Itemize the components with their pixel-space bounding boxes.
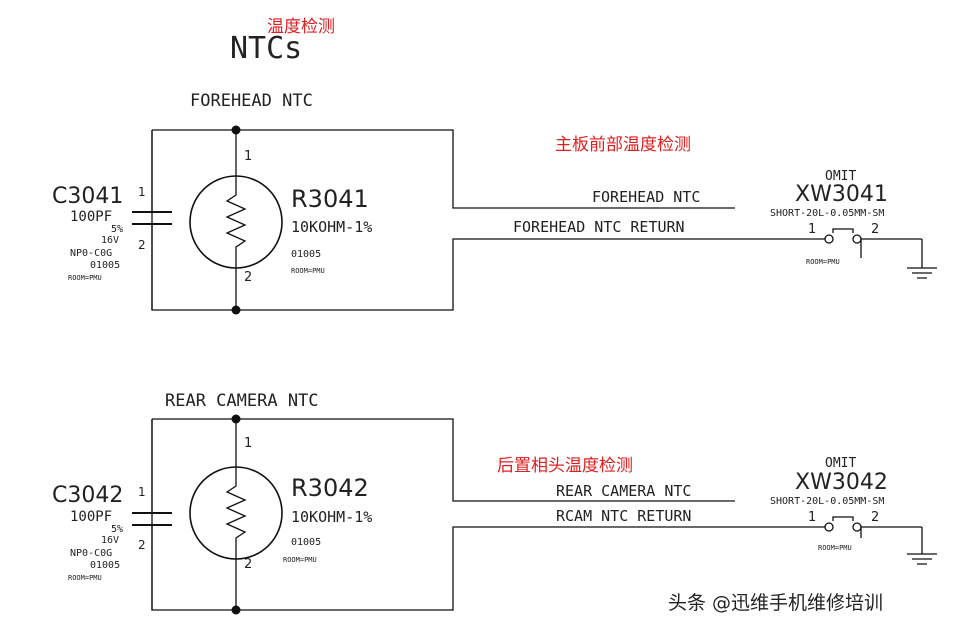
cap-value: 100PF	[70, 209, 112, 225]
page-title: NTCs	[230, 31, 302, 66]
capacitor-c3041	[132, 130, 172, 310]
cap-voltage: 16V	[101, 235, 119, 246]
res-value: 10KOHM-1%	[291, 508, 372, 526]
cap-value: 100PF	[70, 509, 112, 525]
circuit-rear-camera-ntc: REAR CAMERA NTC 后置相头温度检测 C3042 1 2 100PF…	[52, 391, 937, 615]
signal-net: REAR CAMERA NTC	[556, 482, 691, 500]
cap-pin1: 1	[138, 185, 146, 199]
xw-omit: OMIT	[825, 169, 856, 184]
xw-pin1: 1	[808, 510, 816, 525]
res-pin2: 2	[244, 557, 252, 572]
cap-pin2: 2	[138, 538, 146, 552]
cap-room: ROOM=PMU	[68, 574, 102, 582]
xw-ref: XW3042	[795, 470, 888, 495]
cap-package: 01005	[90, 260, 120, 271]
signal-net: FOREHEAD NTC	[592, 188, 700, 206]
res-package: 01005	[291, 249, 321, 260]
cap-package: 01005	[90, 560, 120, 571]
res-pin1: 1	[244, 436, 252, 451]
return-net: RCAM NTC RETURN	[556, 507, 691, 525]
junction-dot	[231, 125, 241, 135]
short-xw3041	[735, 228, 937, 279]
xw-ref: XW3041	[795, 182, 888, 207]
junction-dot	[231, 414, 241, 424]
thermistor-r3042	[189, 419, 283, 610]
xw-pin2: 2	[871, 510, 879, 525]
xw-omit: OMIT	[825, 456, 856, 471]
res-pin2: 2	[244, 270, 252, 285]
res-room: ROOM=PMU	[283, 556, 317, 564]
xw-room: ROOM=PMU	[806, 258, 840, 266]
xw-pin2: 2	[871, 222, 879, 237]
xw-room: ROOM=PMU	[818, 544, 852, 552]
cap-dielectric: NP0-C0G	[70, 248, 112, 259]
xw-value: SHORT-20L-0.05MM-SM	[770, 208, 884, 219]
cap-ref: C3042	[52, 483, 123, 508]
cap-voltage: 16V	[101, 535, 119, 546]
cap-pin2: 2	[138, 238, 146, 252]
thermistor-r3041	[189, 130, 283, 310]
res-room: ROOM=PMU	[291, 267, 325, 275]
short-xw3042	[735, 516, 937, 565]
cap-tolerance: 5%	[111, 524, 123, 535]
net-label: FOREHEAD NTC	[190, 91, 313, 111]
capacitor-c3042	[132, 419, 172, 610]
cap-ref: C3041	[52, 184, 123, 209]
res-ref: R3041	[291, 185, 369, 213]
circuit-forehead-ntc: FOREHEAD NTC 主板前部温度检测 C3041 1 2 100PF 5%…	[52, 91, 937, 315]
junction-dot	[231, 305, 241, 315]
xw-value: SHORT-20L-0.05MM-SM	[770, 496, 884, 507]
cap-dielectric: NP0-C0G	[70, 548, 112, 559]
cn-annotation: 后置相头温度检测	[497, 456, 633, 476]
cn-annotation: 主板前部温度检测	[555, 135, 691, 155]
junction-dot	[231, 605, 241, 615]
res-package: 01005	[291, 537, 321, 548]
cap-tolerance: 5%	[111, 224, 123, 235]
res-pin1: 1	[244, 149, 252, 164]
net-label: REAR CAMERA NTC	[165, 391, 319, 411]
cap-pin1: 1	[138, 485, 146, 499]
xw-pin1: 1	[808, 222, 816, 237]
return-net: FOREHEAD NTC RETURN	[513, 218, 685, 236]
res-ref: R3042	[291, 474, 369, 502]
watermark: 头条 @迅维手机维修培训	[668, 592, 883, 614]
res-value: 10KOHM-1%	[291, 218, 372, 236]
cap-room: ROOM=PMU	[68, 274, 102, 282]
section-annotation-cn: 温度检测	[267, 17, 335, 37]
